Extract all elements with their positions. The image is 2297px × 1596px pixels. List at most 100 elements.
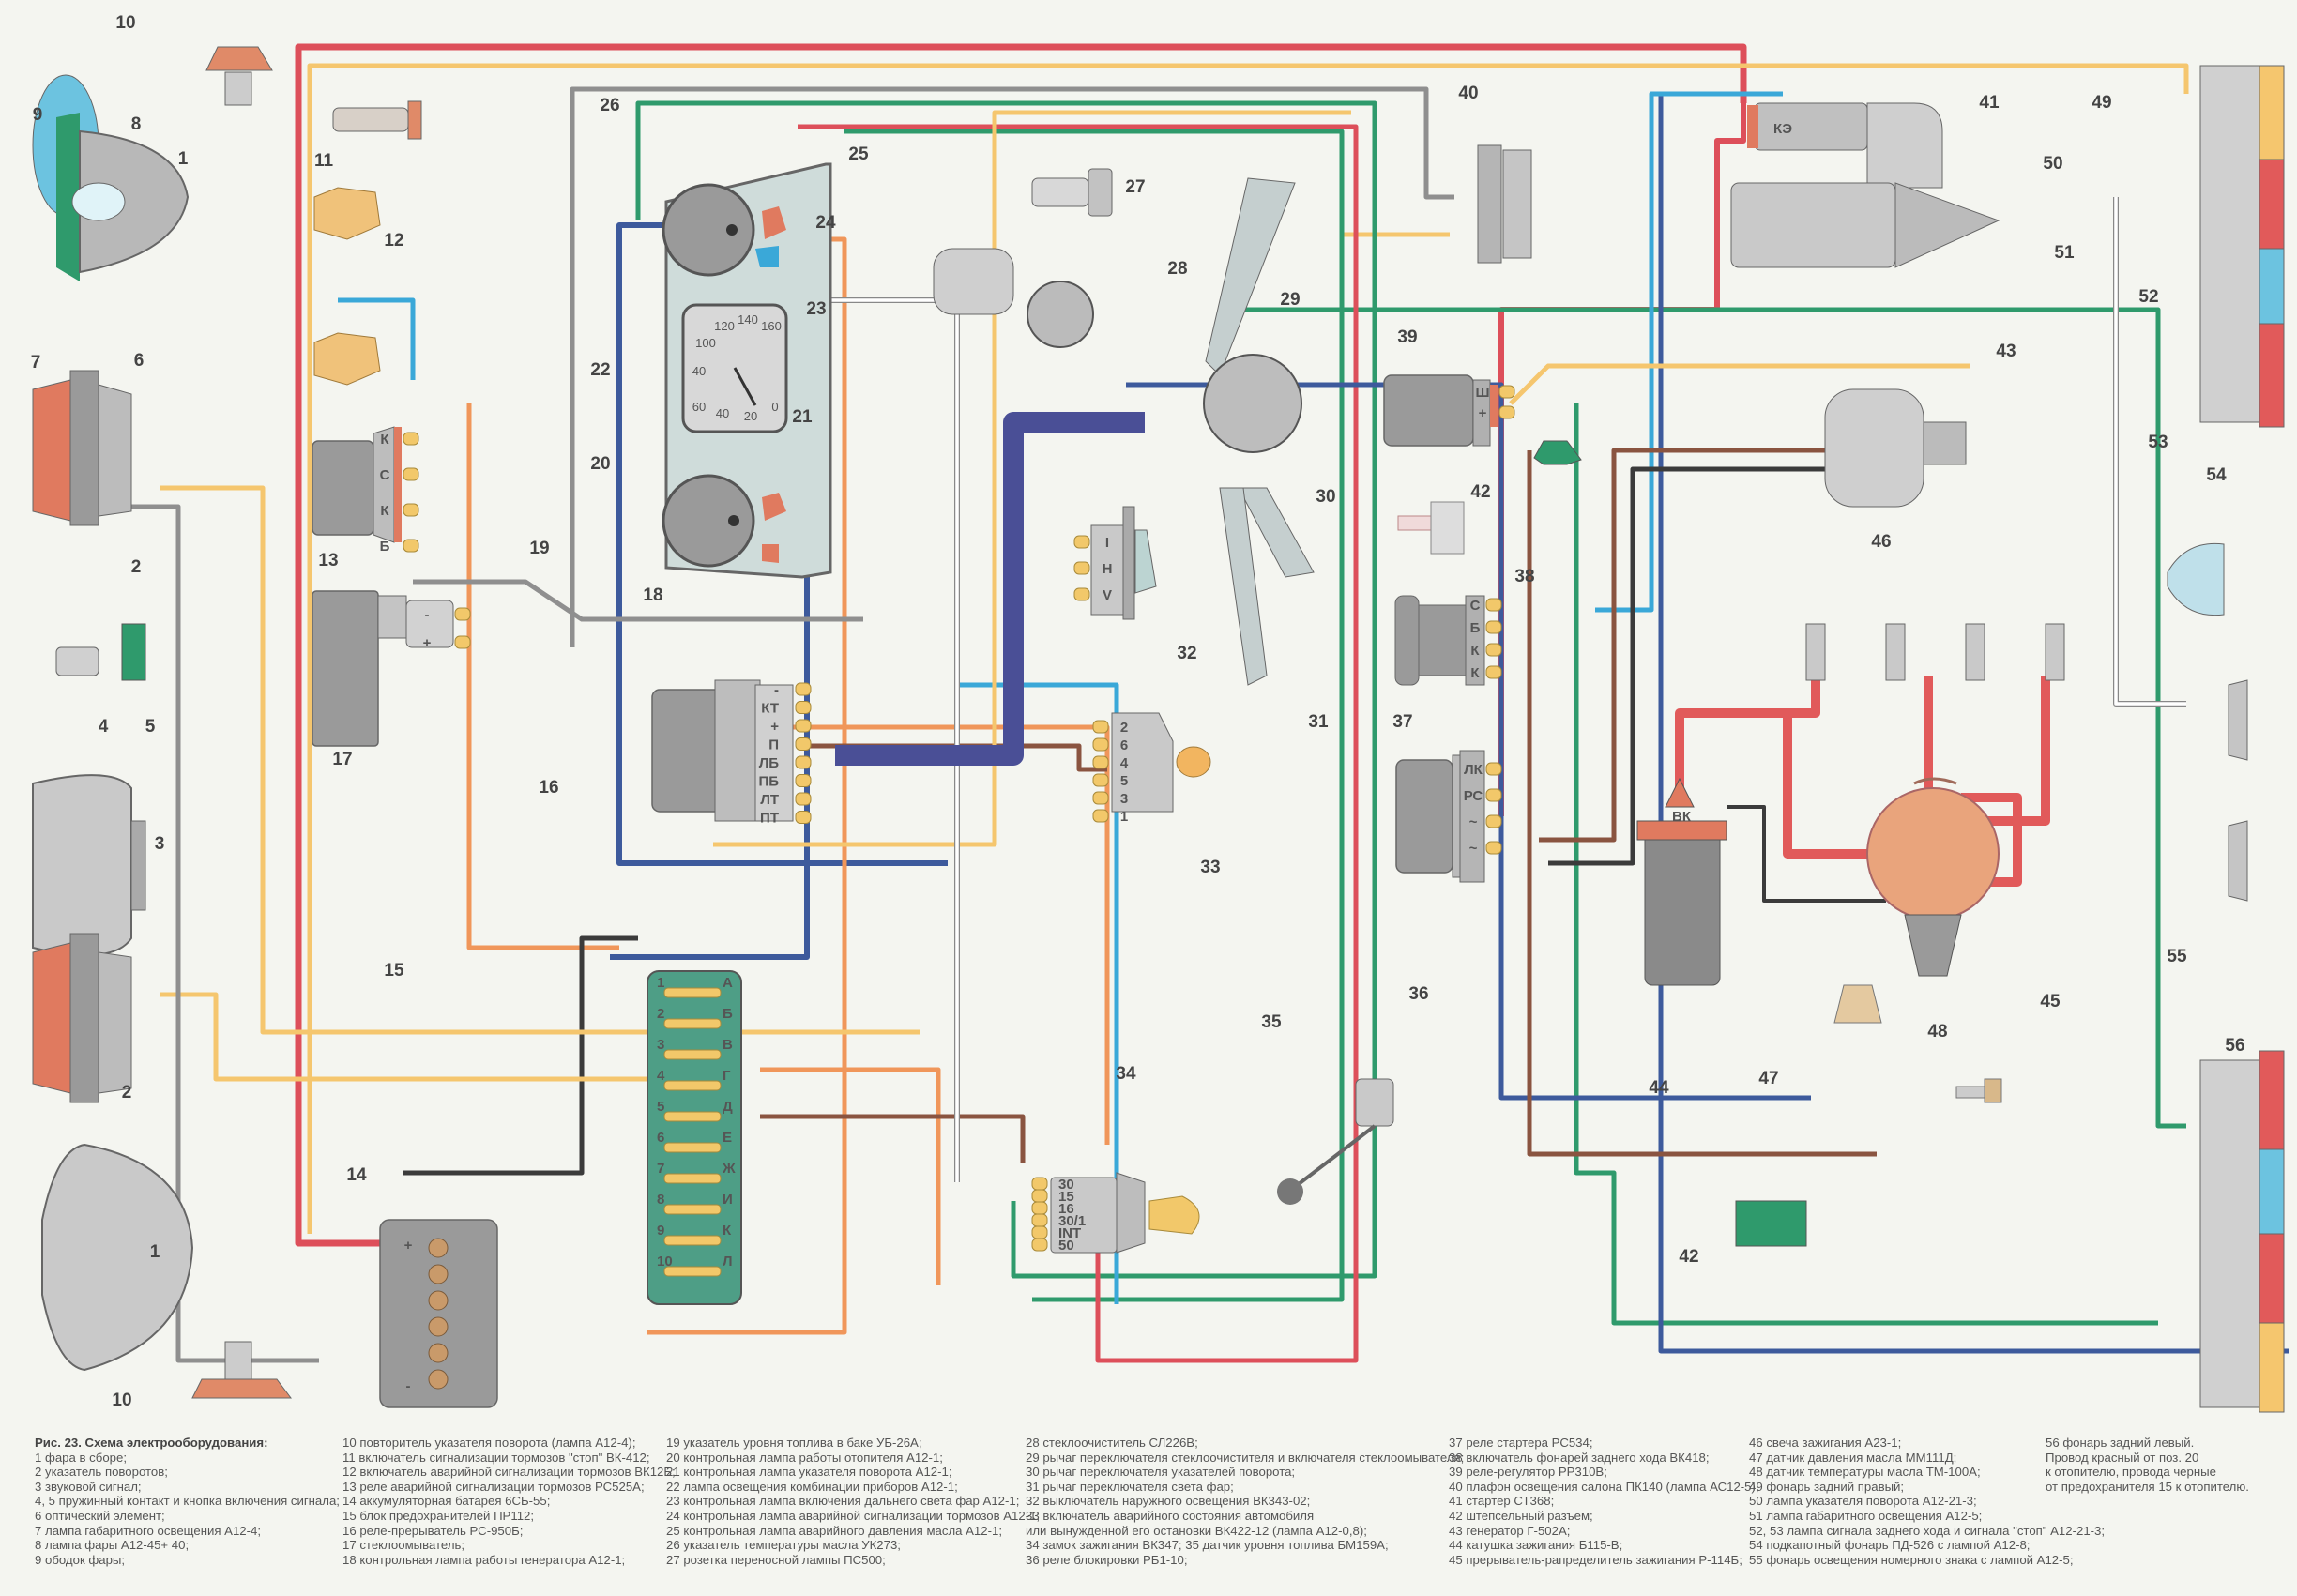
- terminal-pin: [1485, 643, 1502, 657]
- wire-brown-2: [1527, 450, 1877, 1157]
- callout-42: 42: [1470, 482, 1490, 502]
- legend-item: 2 указатель поворотов;: [35, 1465, 168, 1480]
- legend-item: 36 реле блокировки РБ1-10;: [1026, 1552, 1188, 1567]
- callout-32: 32: [1177, 644, 1196, 663]
- fuse-number: 4: [657, 1068, 665, 1084]
- legend-item: 38 включатель фонарей заднего хода ВК418…: [1449, 1450, 1710, 1465]
- legend-col-3: 19 указатель уровня топлива в баке УБ-26…: [666, 1436, 1040, 1567]
- terminal-label: -: [774, 682, 779, 698]
- wire-green-3: [1239, 307, 2186, 1129]
- callout-14: 14: [346, 1165, 367, 1185]
- wire-orange-4: [760, 1067, 941, 1285]
- speedometer-tick-label: 40: [692, 364, 706, 378]
- terminal-pin: [795, 701, 812, 714]
- legend-item: 26 указатель температуры масла УК273;: [666, 1538, 901, 1553]
- terminal-label: 30: [1058, 1177, 1074, 1193]
- legend-item: 4, 5 пружинный контакт и кнопка включени…: [35, 1494, 340, 1509]
- underhood-lamp-54: [2167, 542, 2225, 616]
- ignition-coil-44: ВК: [1636, 777, 1727, 986]
- legend-col-6: 46 свеча зажигания А23-1;47 датчик давле…: [1749, 1436, 2105, 1567]
- fuse: [663, 1080, 722, 1091]
- terminal-pin: [795, 811, 812, 824]
- fuse-letter: И: [723, 1192, 733, 1208]
- distributor-45: [1866, 777, 2000, 977]
- terminal-pin: [1092, 720, 1109, 734]
- fuse: [663, 1173, 722, 1184]
- wire-green-1: [635, 100, 1377, 1279]
- terminal-pin: [1498, 405, 1515, 419]
- terminal-pin: [1092, 737, 1109, 752]
- legend-item: 9 ободок фары;: [35, 1552, 126, 1567]
- starter-41: КЭ: [1730, 102, 2000, 268]
- legend-item: 44 катушка зажигания Б115-В;: [1449, 1538, 1623, 1553]
- terminal-pin: [403, 432, 419, 446]
- terminal-label: 5: [1120, 773, 1128, 789]
- legend-item: 23 контрольная лампа включения дальнего …: [666, 1494, 1020, 1509]
- fuse-letter: Ж: [722, 1161, 736, 1177]
- reverse-light-switch-38: [1397, 501, 1465, 555]
- legend-col-5: 37 реле стартера РС534;38 включатель фон…: [1449, 1436, 1759, 1567]
- ht-lead-2: [1783, 713, 1905, 859]
- terminal-label: РС: [1464, 788, 1483, 804]
- legend-item: 28 стеклоочиститель СЛ226В;: [1026, 1436, 1198, 1450]
- wire-grey-top: [570, 86, 1454, 647]
- callout-28: 28: [1167, 259, 1187, 279]
- terminal-pin: [1498, 385, 1515, 399]
- legend-item: 56 фонарь задний левый.: [2046, 1436, 2195, 1450]
- oil-temp-gauge-26: [662, 183, 755, 277]
- fuse: [663, 987, 722, 998]
- terminal-label: К: [1470, 665, 1480, 681]
- wires: [131, 43, 2289, 1363]
- fuse-letter: Е: [723, 1130, 732, 1146]
- fuse-number: 6: [657, 1130, 664, 1146]
- legend-col-1: Рис. 23. Схема электрооборудования: 1 фа…: [35, 1436, 340, 1567]
- callout-22: 22: [590, 360, 610, 380]
- terminal-pin: [1485, 814, 1502, 828]
- legend-item: к отопителю, провода черные: [2046, 1465, 2216, 1480]
- terminal-label: 16: [1058, 1201, 1074, 1217]
- wire-green-4: [1574, 403, 2158, 1326]
- wire-harness-bundle: [835, 412, 1145, 766]
- terminal-pin: [1073, 561, 1090, 575]
- legend-item: 32 выключатель наружного освещения ВК343…: [1026, 1494, 1311, 1509]
- legend: Рис. 23. Схема электрооборудования: 1 фа…: [0, 1417, 2297, 1596]
- callout-41: 41: [1979, 93, 2000, 113]
- light-switch-32: IHV: [1073, 506, 1157, 620]
- terminal-label: Ш: [1475, 385, 1489, 401]
- wire-red-3: [798, 124, 1359, 1363]
- wire-white-2-inner: [2114, 197, 2186, 706]
- legend-item: 20 контрольная лампа работы отопителя А1…: [666, 1450, 943, 1465]
- legend-item: 1 фара в сборе;: [35, 1450, 127, 1465]
- terminal-label: С: [1470, 598, 1481, 614]
- legend-item: 49 фонарь задний правый;: [1749, 1479, 1905, 1494]
- wire-green-2: [844, 129, 1345, 1302]
- legend-item: 30 рычаг переключателя указателей поворо…: [1026, 1465, 1296, 1480]
- legend-item: 24 контрольная лампа аварийной сигнализа…: [666, 1508, 1041, 1523]
- callout-6: 6: [134, 351, 145, 371]
- callout-36: 36: [1408, 984, 1428, 1004]
- legend-item: 12 включатель аварийной сигнализации тор…: [342, 1465, 676, 1480]
- callout-8: 8: [131, 114, 142, 134]
- fuse: [663, 1018, 722, 1029]
- headlamp-right: [32, 74, 190, 281]
- fuse-letter: Г: [723, 1068, 731, 1084]
- fuse-letter: В: [723, 1037, 733, 1053]
- legend-col-4: 28 стеклоочиститель СЛ226В;29 рычаг пере…: [1026, 1436, 1464, 1567]
- legend-item: 43 генератор Г-502А;: [1449, 1523, 1571, 1538]
- fuse-number: 1: [657, 975, 664, 991]
- legend-item: 37 реле стартера РС534;: [1449, 1436, 1593, 1450]
- terminal-pin: [1031, 1201, 1048, 1215]
- callout-46: 46: [1871, 532, 1891, 552]
- legend-item: 25 контрольная лампа аварийного давления…: [666, 1523, 1002, 1538]
- legend-item: 40 плафон освещения салона ПК140 (лампа …: [1449, 1479, 1759, 1494]
- callout-27: 27: [1125, 177, 1145, 197]
- callout-15: 15: [384, 961, 404, 980]
- callout-30: 30: [1316, 487, 1335, 507]
- terminal-label: ~: [1469, 841, 1478, 857]
- speedometer-tick-label: 60: [692, 400, 706, 414]
- callout-3: 3: [155, 834, 165, 854]
- terminal-pin: [1092, 755, 1109, 769]
